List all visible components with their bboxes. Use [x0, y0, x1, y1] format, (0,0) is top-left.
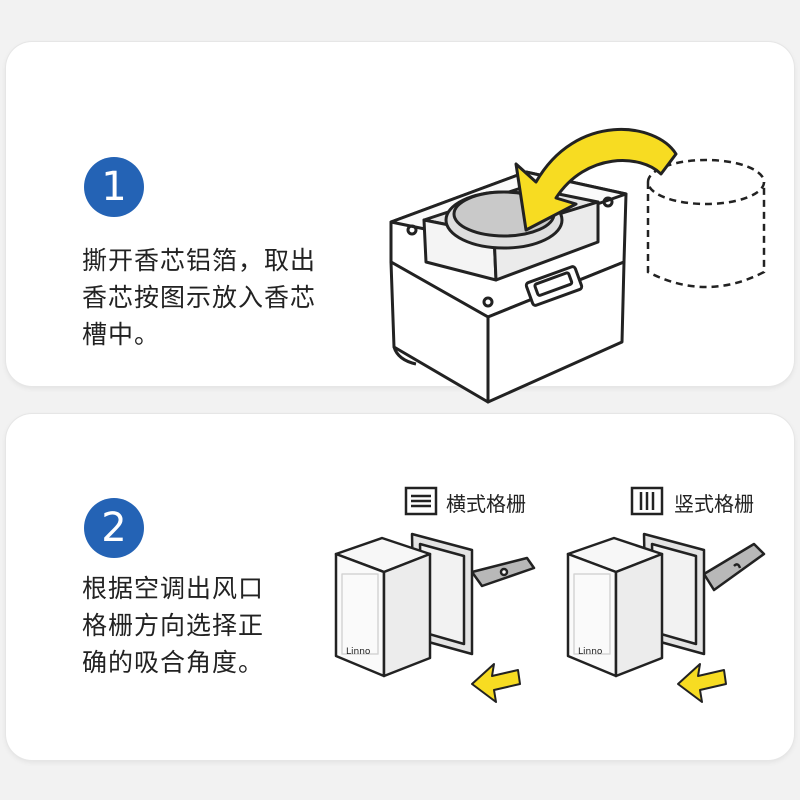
- attach-arrow-icon: [677, 663, 727, 703]
- horizontal-grille-icon: [404, 486, 438, 516]
- vertical-grille-label: 竖式格栅: [674, 492, 754, 516]
- cartridge-outline: [646, 158, 766, 289]
- step-2-line-1: 根据空调出风口: [82, 574, 265, 603]
- step-2-number-badge: 2: [84, 498, 144, 558]
- step-1-line-1: 撕开香芯铝箔，取出: [82, 246, 317, 275]
- step-1-number-badge: 1: [84, 157, 144, 217]
- holder-box: [389, 170, 628, 404]
- vertical-grille-device-illustration: Linno: [566, 532, 766, 703]
- step-1-instructions: 撕开香芯铝箔，取出 香芯按图示放入香芯 槽中。: [82, 242, 352, 353]
- attach-arrow-icon: [471, 663, 521, 703]
- brand-mark-b: Linno: [578, 647, 603, 657]
- brand-mark-a: Linno: [346, 647, 371, 657]
- step-1-line-2: 香芯按图示放入香芯: [82, 283, 317, 312]
- vertical-grille-icon: [630, 486, 664, 516]
- horizontal-grille-device-illustration: Linno: [334, 532, 536, 703]
- step-2-instructions: 根据空调出风口 格栅方向选择正 确的吸合角度。: [82, 570, 352, 681]
- insert-arrow-icon: [514, 127, 678, 232]
- horizontal-grille-label: 横式格栅: [446, 492, 526, 516]
- step-2-line-3: 确的吸合角度。: [82, 648, 265, 677]
- step-1-line-3: 槽中。: [82, 320, 161, 349]
- insert-cartridge-illustration: [389, 127, 766, 404]
- step-1-card: 1 撕开香芯铝箔，取出 香芯按图示放入香芯 槽中。: [6, 42, 794, 404]
- step-2-line-2: 格栅方向选择正: [82, 611, 265, 640]
- step-2-card: 2 根据空调出风口 格栅方向选择正 确的吸合角度。 横式格栅 竖式格栅: [6, 414, 794, 760]
